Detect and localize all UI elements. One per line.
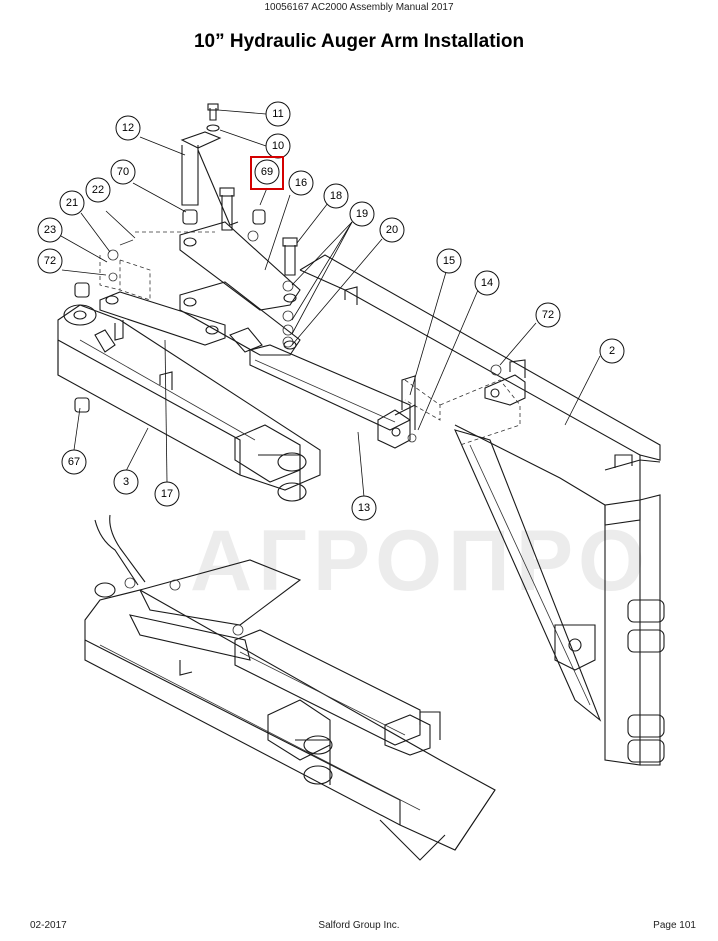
svg-text:21: 21 [66, 197, 78, 209]
callouts: 11 10 12 69 16 70 18 22 21 19 20 23 72 1… [37, 101, 625, 521]
callout-15: 15 [436, 248, 462, 274]
footer-company: Salford Group Inc. [318, 920, 400, 931]
callout-22: 22 [85, 177, 111, 203]
svg-text:13: 13 [358, 502, 370, 514]
callout-20: 20 [379, 217, 405, 243]
svg-text:67: 67 [68, 456, 80, 468]
lower-assembly-view [84, 514, 496, 861]
document-header: 10056167 AC2000 Assembly Manual 2017 [264, 2, 454, 13]
svg-text:20: 20 [386, 224, 398, 236]
svg-text:10: 10 [272, 140, 284, 152]
svg-text:17: 17 [161, 488, 173, 500]
callout-13: 13 [351, 495, 377, 521]
callout-19: 19 [349, 201, 375, 227]
svg-text:2: 2 [609, 345, 615, 357]
callout-17: 17 [154, 481, 180, 507]
svg-text:11: 11 [272, 108, 283, 120]
callout-2: 2 [599, 338, 625, 364]
callout-67: 67 [61, 449, 87, 475]
svg-text:22: 22 [92, 184, 104, 196]
svg-text:19: 19 [356, 208, 368, 220]
link-plates [74, 103, 502, 443]
callout-16: 16 [288, 170, 314, 196]
callout-72-right: 72 [535, 302, 561, 328]
svg-text:72: 72 [542, 309, 554, 321]
callout-18: 18 [323, 183, 349, 209]
svg-text:14: 14 [481, 277, 493, 289]
hydraulic-cylinder [229, 327, 416, 449]
callout-3: 3 [113, 469, 139, 495]
highlight-box [250, 156, 284, 190]
callout-21: 21 [59, 190, 85, 216]
svg-text:18: 18 [330, 190, 342, 202]
page-title: 10” Hydraulic Auger Arm Installation [193, 31, 525, 52]
svg-text:15: 15 [443, 255, 455, 267]
footer-date: 02-2017 [30, 920, 67, 931]
watermark: АГРОПРО [190, 513, 651, 609]
leader-lines [60, 109, 601, 498]
svg-text:69: 69 [261, 166, 273, 178]
callout-69: 69 [254, 159, 280, 185]
svg-text:3: 3 [123, 476, 129, 488]
svg-text:70: 70 [117, 166, 129, 178]
callout-14: 14 [474, 270, 500, 296]
callout-10: 10 [265, 133, 291, 159]
callout-11: 11 [265, 101, 291, 127]
svg-text:16: 16 [295, 177, 307, 189]
callout-70: 70 [110, 159, 136, 185]
callout-72-left: 72 [37, 248, 63, 274]
callout-23: 23 [37, 217, 63, 243]
svg-text:72: 72 [44, 255, 56, 267]
callout-12: 12 [115, 115, 141, 141]
svg-text:23: 23 [44, 224, 56, 236]
footer-page-number: Page 101 [653, 920, 696, 931]
svg-text:12: 12 [122, 122, 134, 134]
swing-arm [57, 286, 526, 502]
